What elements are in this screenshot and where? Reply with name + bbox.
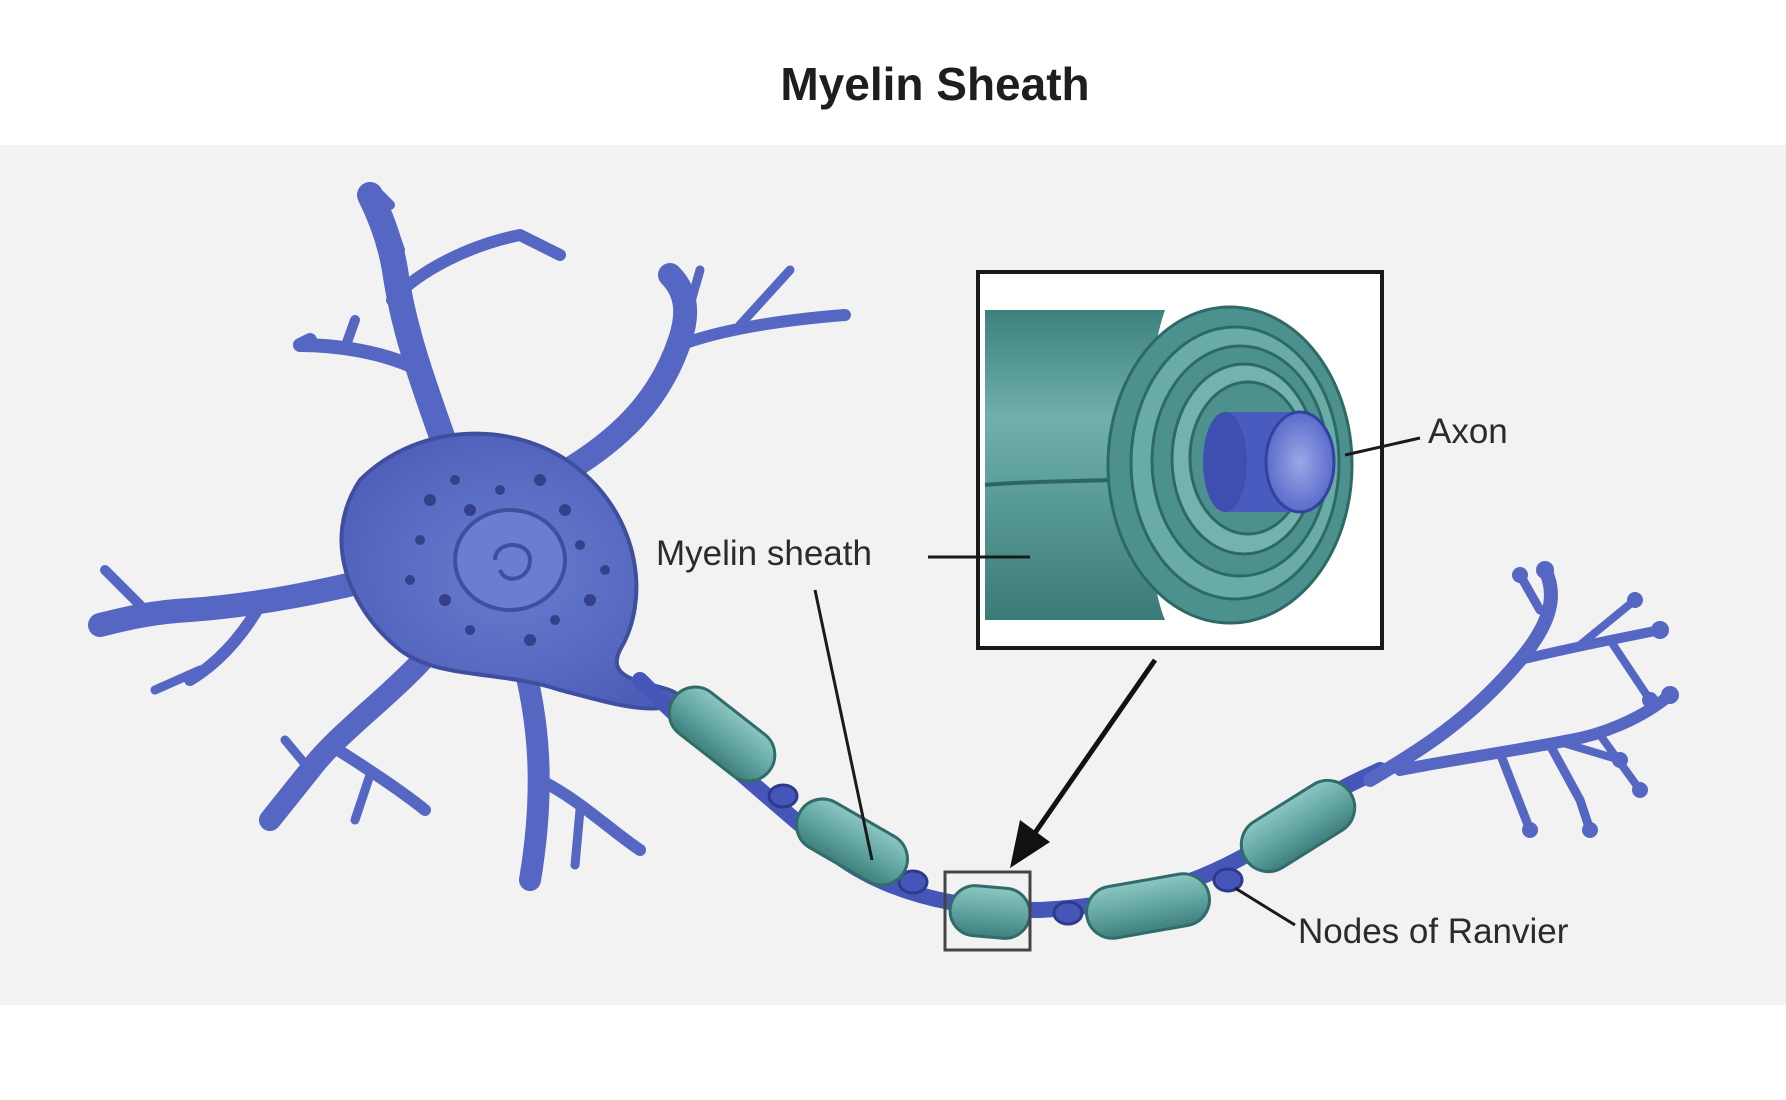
terminal-buttons bbox=[1512, 561, 1679, 838]
nodes-of-ranvier-beads bbox=[767, 783, 1244, 926]
diagram-title: Myelin Sheath bbox=[780, 58, 1089, 110]
label-axon: Axon bbox=[1428, 412, 1508, 451]
zoom-region-box bbox=[943, 870, 1032, 952]
inset-cross-section bbox=[976, 270, 1384, 650]
label-myelin-sheath: Myelin sheath bbox=[656, 534, 872, 573]
axon-terminals bbox=[1363, 563, 1676, 835]
nucleus bbox=[453, 508, 567, 612]
zoom-arrow bbox=[1010, 658, 1158, 868]
label-nodes-of-ranvier: Nodes of Ranvier bbox=[1298, 912, 1569, 951]
dendrites bbox=[88, 182, 851, 891]
cytoplasm-granules bbox=[405, 474, 610, 646]
nodes-of-ranvier-leader-line bbox=[1234, 886, 1296, 927]
myelin-sheath-leader-axon bbox=[813, 589, 874, 861]
axon-leader-line bbox=[1344, 436, 1421, 457]
myelin-segments bbox=[667, 685, 1357, 940]
